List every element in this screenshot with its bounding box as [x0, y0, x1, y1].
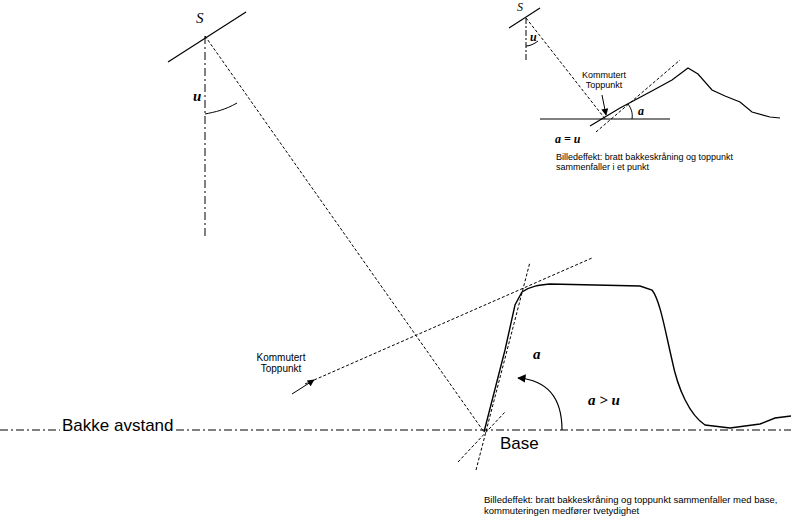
sensor-label: S	[196, 10, 204, 27]
angle-label: u	[193, 88, 201, 105]
angle-label: u	[530, 30, 537, 45]
angle-label: a	[638, 104, 644, 119]
angle-arc	[205, 103, 237, 114]
sensor-plane	[509, 8, 540, 28]
angle-relation: a > u	[586, 392, 622, 409]
view-ray	[526, 18, 606, 120]
axis-label: Bakke avstand	[60, 416, 176, 436]
angle-label: a	[533, 346, 541, 363]
caption-note: Billedeffekt: bratt bakkeskråning og top…	[484, 494, 784, 516]
angle-relation: a = u	[553, 132, 583, 147]
point-label: Base	[500, 434, 539, 454]
nadir-line	[205, 36, 206, 238]
vertex-label: Kommutert Toppunkt	[248, 352, 314, 374]
terrain-profile	[484, 284, 791, 432]
nadir-line	[526, 18, 527, 60]
leader-arrow	[602, 95, 606, 115]
vertex-label: Kommutert Toppunkt	[570, 70, 638, 90]
view-ray	[205, 36, 484, 432]
tangent-line	[458, 412, 505, 462]
sensor-label: S	[517, 0, 523, 15]
leader-arrow	[292, 380, 314, 394]
caption-note: Billedeffekt: bratt bakkeskråning og top…	[556, 152, 771, 172]
tangent-line	[305, 258, 592, 384]
angle-arc	[628, 104, 632, 119]
sensor-plane	[168, 12, 246, 62]
angle-arc	[518, 378, 562, 430]
ground-line	[540, 119, 670, 120]
